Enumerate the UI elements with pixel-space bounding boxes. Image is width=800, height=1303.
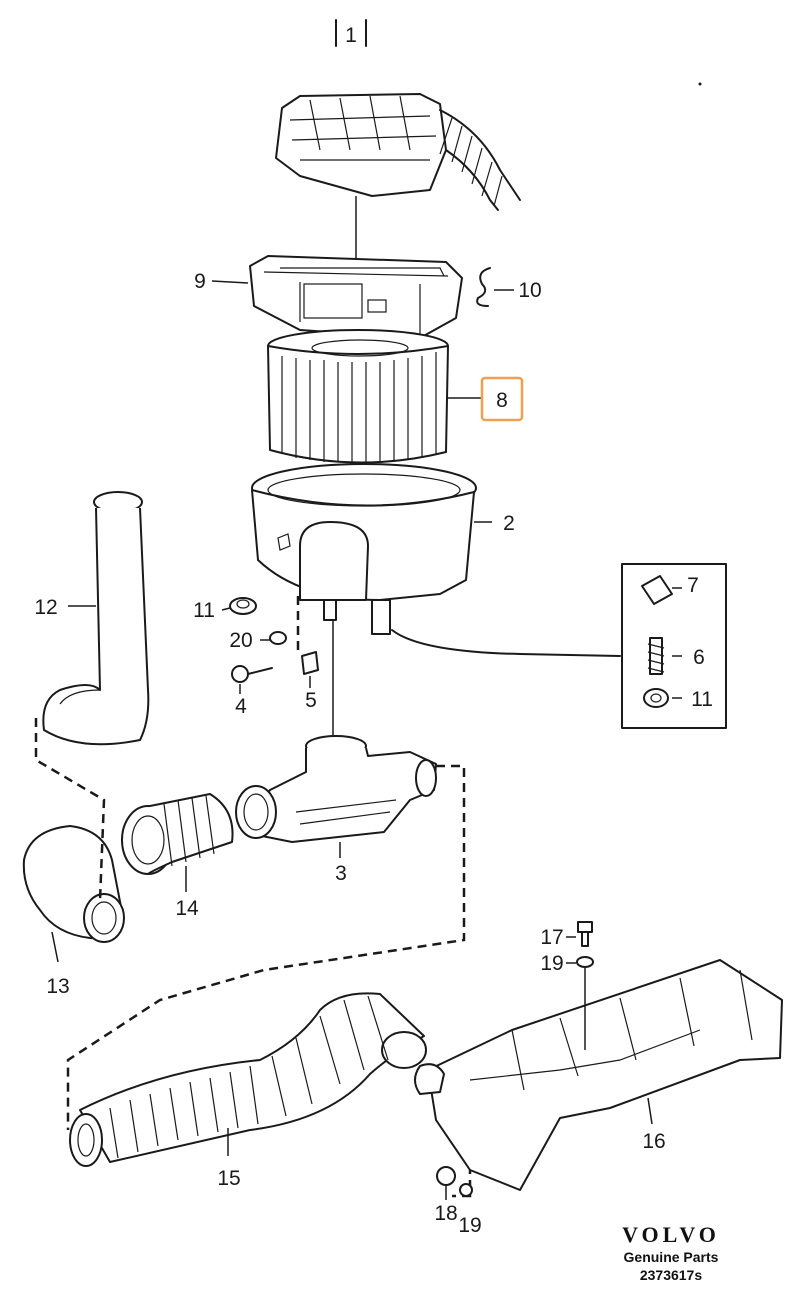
dash-guide-left (34, 718, 106, 901)
callout-13: 13 (46, 975, 69, 998)
callout-19: 19 (540, 952, 563, 975)
air-intake-cover (275, 93, 521, 211)
small-fasteners (229, 597, 319, 683)
callout-6: 6 (693, 646, 705, 669)
filter-lid (249, 255, 463, 339)
callout-15: 15 (217, 1167, 240, 1190)
branding-block: VOLVO Genuine Parts 2373617s (606, 1222, 736, 1284)
callout-20: 20 (229, 629, 252, 652)
inset-detail-box (621, 563, 727, 729)
callout-18: 18 (434, 1202, 457, 1225)
cable-line (391, 629, 621, 657)
callout-3: 3 (335, 862, 347, 885)
callout-11-inset: 11 (691, 688, 713, 711)
intake-duct-12 (42, 491, 150, 746)
volvo-logo: VOLVO (622, 1222, 720, 1247)
header-label-group: 1 (335, 19, 367, 47)
callout-17: 17 (540, 926, 563, 949)
callout-11: 11 (193, 599, 215, 622)
callout-8: 8 (496, 389, 508, 412)
part-number: 2373617s (639, 1267, 703, 1283)
corner-dot (698, 82, 702, 86)
callout-2: 2 (503, 512, 515, 535)
callout-5: 5 (305, 689, 317, 712)
callout-10: 10 (518, 279, 541, 302)
callout-19-bottom: 19 (458, 1214, 481, 1237)
bolt-17-washer-19 (576, 921, 594, 1050)
callout-12: 12 (34, 596, 57, 619)
header-label: 1 (345, 24, 357, 47)
callout-16: 16 (642, 1130, 665, 1153)
callout-9: 9 (194, 270, 206, 293)
callout-4: 4 (235, 695, 247, 718)
dash-guide-right (66, 764, 466, 1130)
highlight-box (480, 376, 524, 422)
callout-7: 7 (687, 574, 699, 597)
heat-shield-16 (414, 959, 783, 1191)
resonator-3 (235, 735, 437, 843)
filter-housing (251, 463, 477, 635)
bellows-hose-14 (121, 793, 234, 875)
clip-part (476, 267, 491, 307)
bolt-18-washer-19 (436, 1166, 473, 1200)
genuine-parts-label: Genuine Parts (623, 1249, 719, 1265)
air-filter-element (267, 329, 449, 464)
corrugated-hose-15 (69, 992, 427, 1167)
callout-14: 14 (175, 897, 199, 920)
elbow-13 (22, 825, 125, 943)
